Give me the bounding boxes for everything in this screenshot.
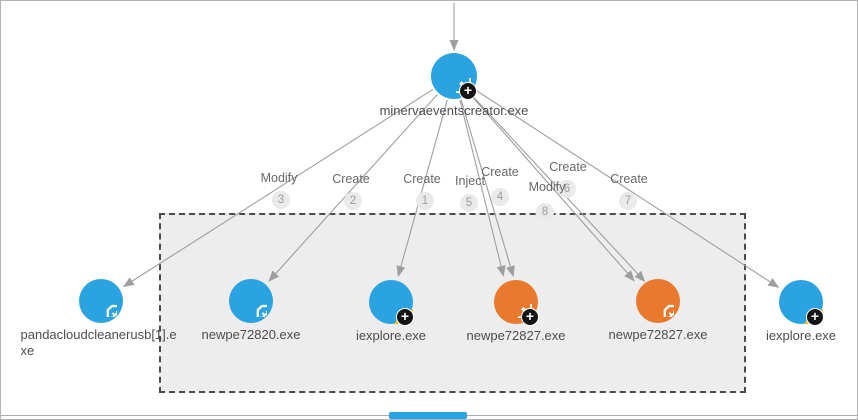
- process-node-panda[interactable]: [79, 279, 123, 323]
- process-edge: [470, 93, 646, 282]
- edge-sequence-badge: 6: [558, 180, 576, 198]
- doc-gear-icon: [235, 285, 267, 317]
- doc-gear-icon: [85, 285, 117, 317]
- edge-action-label: Modify: [528, 180, 566, 194]
- process-edge: [459, 100, 506, 277]
- edge-action-label: Inject: [455, 174, 485, 188]
- process-edge: [268, 94, 438, 282]
- edge-action-label: Create: [403, 172, 441, 186]
- plus-badge-icon[interactable]: +: [521, 308, 539, 326]
- process-edge: [122, 88, 434, 288]
- edge-action-label: Modify: [260, 171, 298, 185]
- horizontal-scrollbar-thumb[interactable]: [389, 412, 467, 419]
- edge-sequence-badge: 2: [344, 192, 362, 210]
- plus-badge-icon[interactable]: +: [459, 82, 477, 100]
- edge-sequence-badge: 1: [416, 192, 434, 210]
- edge-action-label: Create: [610, 172, 648, 186]
- edge-action-label: Create: [549, 160, 587, 174]
- process-node-label: newpe72827.exe: [466, 328, 566, 343]
- edge-sequence-badge: 5: [460, 194, 478, 212]
- process-edge: [396, 99, 448, 277]
- process-node-label: minervaeventscreator.exe: [379, 103, 529, 118]
- process-edge: [474, 89, 780, 288]
- plus-badge-icon[interactable]: +: [396, 308, 414, 326]
- process-edge: [470, 94, 635, 282]
- process-node-label: iexplore.exe: [765, 328, 837, 343]
- process-node-label: newpe72820.exe: [201, 327, 301, 342]
- process-node-pe20[interactable]: [229, 279, 273, 323]
- edge-sequence-badge: 8: [536, 203, 554, 221]
- edge-sequence-badge: 3: [272, 191, 290, 209]
- plus-badge-icon[interactable]: +: [806, 308, 824, 326]
- edge-sequence-badge: 7: [619, 192, 637, 210]
- edge-action-label: Create: [481, 165, 519, 179]
- doc-gear-icon: [642, 285, 674, 317]
- process-edge: [460, 99, 515, 278]
- process-node-label: pandacloudcleanerusb[1].exe: [20, 327, 177, 359]
- process-node-pe27b[interactable]: [636, 279, 680, 323]
- process-node-label: newpe72827.exe: [608, 327, 708, 342]
- edge-sequence-badge: 4: [491, 188, 509, 206]
- edge-action-label: Create: [332, 172, 370, 186]
- process-node-label: iexplore.exe: [355, 328, 427, 343]
